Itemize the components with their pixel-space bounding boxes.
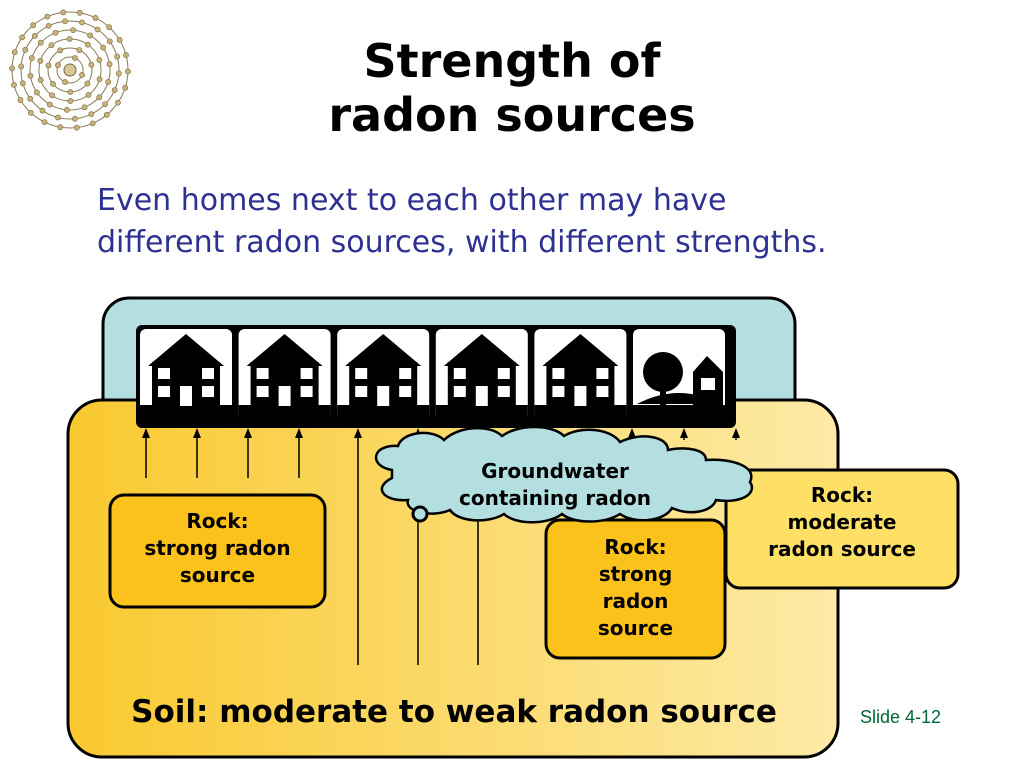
subtitle-line-2: different radon sources, with different … [97,225,827,260]
subtitle: Even homes next to each other may have d… [97,180,977,264]
groundwater-line-2: containing radon [458,486,651,510]
two-story-house-icon [435,329,528,421]
atom-rings-icon [9,9,131,131]
groundwater-label: Groundwater containing radon [430,458,680,512]
groundwater-cloud [374,425,754,524]
townhouse-icon [140,329,232,421]
rock-right-label: Rock: moderate radon source [726,482,958,563]
rock-center-line-2: strong [598,562,673,586]
slide-number: Slide 4-12 [860,707,942,727]
page-title: Strength of radon sources [0,34,1024,142]
rock-center-line-3: radon [602,589,669,613]
rock-left-line-2: strong radon [144,536,291,560]
soil-label: Soil: moderate to weak radon source [131,694,777,730]
rock-right-line-3: radon source [768,537,916,561]
subtitle-line-1: Even homes next to each other may have [97,183,727,218]
rock-center-line-4: source [597,616,674,640]
rock-center-label: Rock: strong radon source [546,534,725,642]
rock-strong-left [108,493,327,609]
groundwater-line-1: Groundwater [481,459,629,483]
tree-and-house-icon [633,329,725,421]
rock-left-label: Rock: strong radon source [110,508,325,589]
row-house-icon [337,329,430,421]
rock-left-line-3: source [179,563,256,587]
title-line-1: Strength of [363,34,661,88]
house-row [136,325,736,428]
rock-moderate-right [724,468,960,590]
cottage-icon [534,329,627,421]
apartment-icon [238,329,331,421]
rock-left-line-1: Rock: [186,509,249,533]
rock-center-line-1: Rock: [604,535,667,559]
rock-right-line-2: moderate [787,510,897,534]
rock-right-line-1: Rock: [810,483,874,507]
title-line-2: radon sources [328,88,696,142]
